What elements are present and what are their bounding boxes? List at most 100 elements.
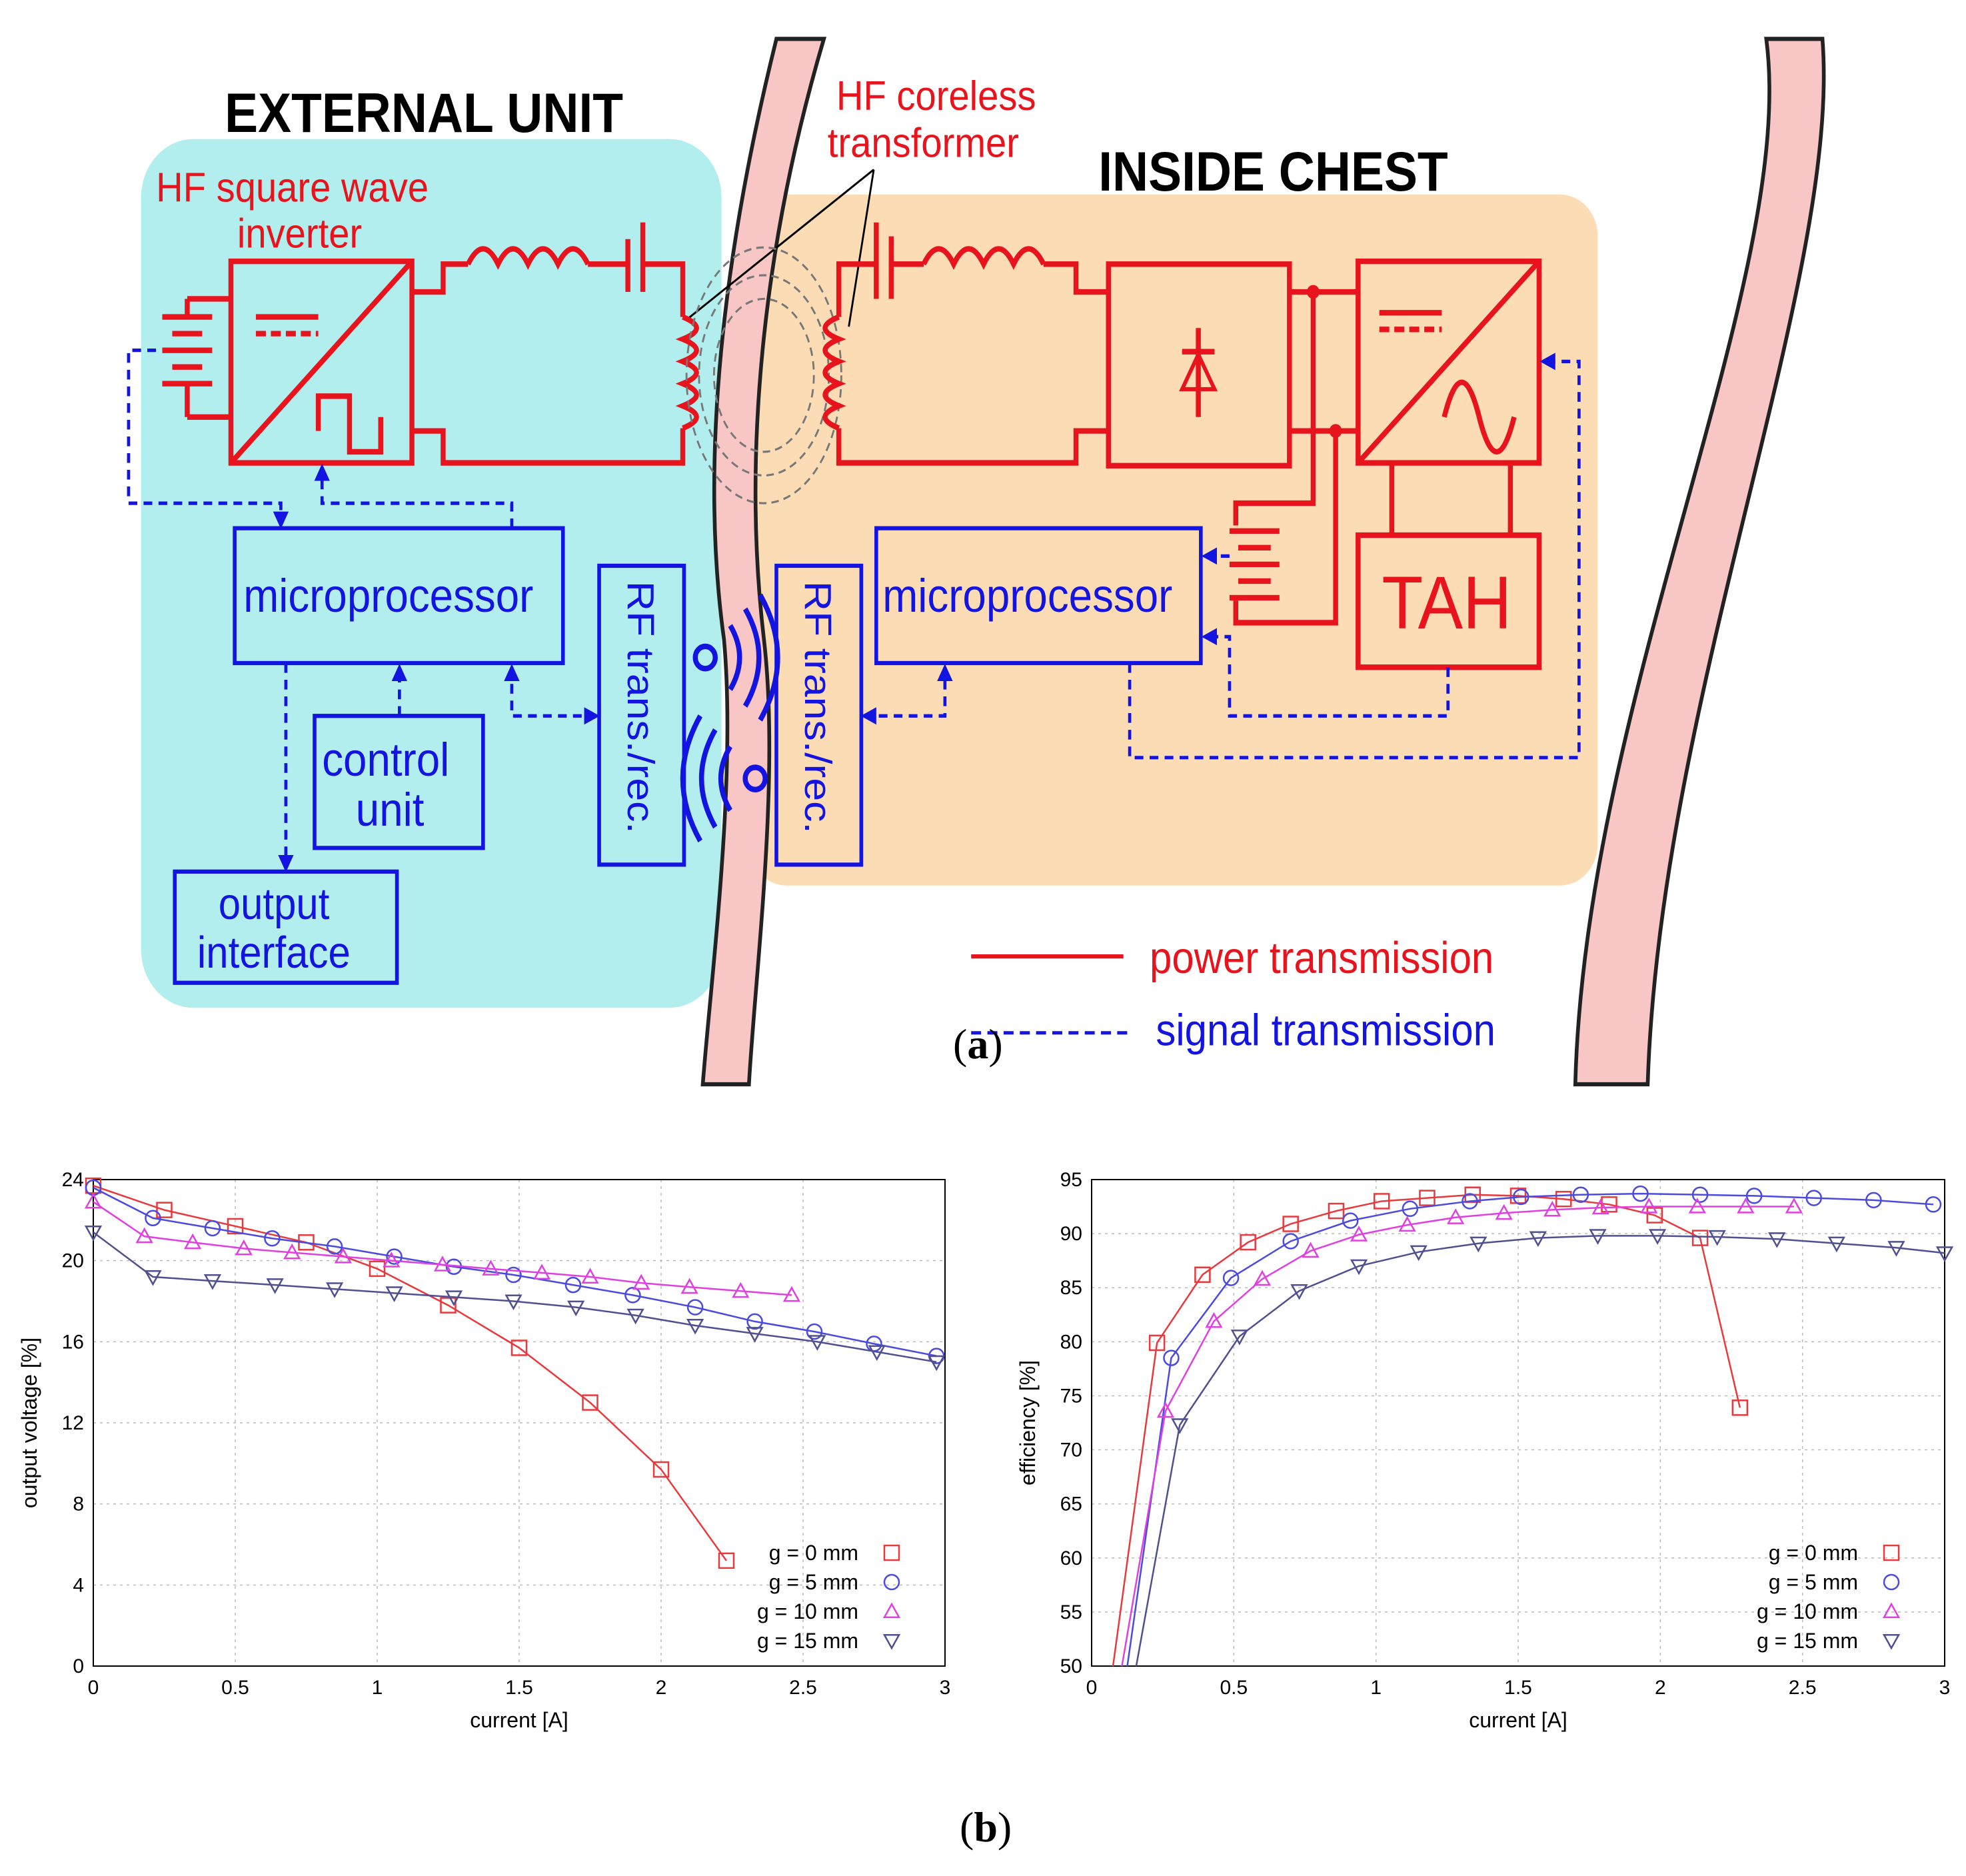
antenna-waves-icon (680, 593, 780, 843)
data-point (680, 1278, 698, 1294)
external-unit-region (141, 139, 722, 1008)
data-point (632, 1274, 650, 1290)
series-line-2 (93, 1201, 792, 1296)
data-point (510, 1340, 528, 1356)
series-line-0 (1112, 1194, 1741, 1666)
y-tick-label: 75 (1060, 1385, 1082, 1407)
inverter-label-line1: HF square wave (156, 164, 429, 211)
transformer-label-line1: HF coreless (836, 72, 1036, 119)
data-point (1513, 1188, 1529, 1206)
data-point (1589, 1229, 1607, 1245)
series-line-2 (1121, 1206, 1794, 1666)
data-point (84, 1226, 103, 1242)
legend-marker (1882, 1633, 1901, 1650)
data-point (1691, 1230, 1709, 1246)
x-tick-label: 2 (656, 1677, 667, 1699)
data-point (84, 1192, 103, 1209)
data-point (1373, 1193, 1390, 1210)
data-point (1410, 1245, 1428, 1262)
legend-label: g = 5 mm (1769, 1570, 1858, 1594)
data-point (135, 1227, 153, 1244)
control-unit-line1: control (322, 734, 449, 786)
y-tick-label: 12 (62, 1412, 84, 1434)
external-unit-title: EXTERNAL UNIT (225, 81, 623, 144)
data-point (732, 1282, 750, 1298)
data-point (482, 1260, 500, 1276)
data-point (1342, 1212, 1359, 1229)
data-point (203, 1274, 222, 1290)
data-point (718, 1552, 735, 1569)
y-axis-label: efficiency [%] (1016, 1360, 1040, 1485)
data-point (1785, 1197, 1803, 1214)
series-line-0 (93, 1184, 727, 1561)
y-tick-label: 8 (73, 1493, 84, 1515)
y-tick-label: 90 (1060, 1223, 1082, 1245)
data-point (1768, 1232, 1786, 1248)
y-tick-label: 60 (1060, 1547, 1082, 1569)
data-point (433, 1256, 452, 1272)
legend-marker (1882, 1602, 1901, 1619)
series-line-3 (93, 1232, 937, 1363)
data-point (1328, 1202, 1345, 1220)
data-point (1688, 1197, 1706, 1214)
data-point (386, 1248, 403, 1265)
y-axis-label: output voltage [%] (17, 1338, 41, 1508)
data-point (1171, 1418, 1189, 1434)
legend-label: g = 5 mm (769, 1570, 858, 1594)
panel-a-label: (a) (953, 1020, 1003, 1069)
x-tick-label: 2.5 (1789, 1677, 1817, 1699)
data-point (581, 1268, 599, 1284)
data-point (1827, 1236, 1845, 1253)
y-tick-label: 95 (1060, 1169, 1082, 1191)
x-tick-label: 0 (1086, 1677, 1098, 1699)
data-point (1731, 1400, 1749, 1416)
data-point (264, 1230, 281, 1247)
data-point (1745, 1188, 1763, 1204)
data-point (746, 1313, 763, 1330)
data-point (868, 1345, 886, 1362)
data-point (227, 1218, 244, 1235)
external-microprocessor-box (233, 526, 565, 666)
chest-wall-inner (1573, 37, 1826, 1087)
external-resonant-circuit (412, 222, 699, 466)
data-point (1737, 1197, 1755, 1214)
data-point (385, 1286, 403, 1302)
data-point (626, 1308, 644, 1325)
data-point (1447, 1208, 1465, 1224)
data-point (440, 1297, 457, 1314)
legend-label: g = 15 mm (1757, 1629, 1858, 1653)
series-line-1 (1126, 1192, 1934, 1666)
panel-a-close: ) (988, 1020, 1003, 1068)
data-point (582, 1394, 598, 1411)
legend-signal-label: signal transmission (1156, 1006, 1495, 1056)
y-tick-label: 24 (62, 1169, 84, 1191)
data-point (1495, 1204, 1513, 1220)
control-unit-line2: unit (356, 784, 425, 836)
data-point (326, 1238, 343, 1255)
external-microprocessor-label: microprocessor (243, 570, 533, 622)
data-point (1865, 1192, 1882, 1209)
data-point (1205, 1312, 1223, 1328)
inside-chest-region (748, 195, 1598, 886)
data-point (624, 1287, 641, 1304)
y-tick-label: 16 (62, 1331, 84, 1353)
y-tick-label: 50 (1060, 1655, 1082, 1677)
transformer-label-line2: transformer (828, 119, 1019, 167)
data-point (1601, 1196, 1617, 1213)
data-point (1591, 1198, 1609, 1215)
data-point (334, 1248, 353, 1264)
data-point (145, 1210, 161, 1227)
data-point (1935, 1246, 1954, 1262)
data-point (686, 1318, 704, 1335)
x-tick-label: 1 (372, 1677, 383, 1699)
data-point (782, 1286, 801, 1302)
data-point (1402, 1200, 1419, 1218)
external-rf-label: RF trans./rec. (620, 581, 662, 834)
data-point (564, 1276, 582, 1294)
chest-wall-skin (700, 37, 827, 1087)
data-point (1222, 1270, 1240, 1286)
x-tick-label: 0 (88, 1677, 99, 1699)
x-axis-label: current [A] (470, 1708, 568, 1732)
data-point (1543, 1200, 1561, 1217)
